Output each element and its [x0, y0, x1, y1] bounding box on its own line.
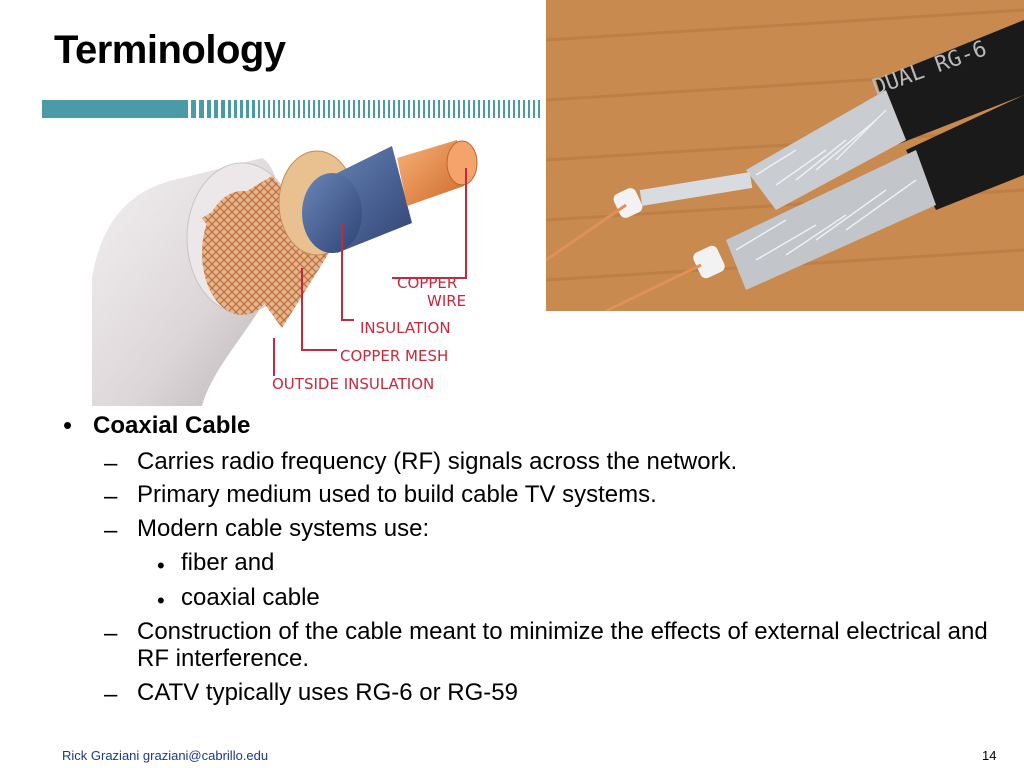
- dash-icon: –: [104, 450, 118, 477]
- sub-list-item: fiber and: [181, 549, 275, 576]
- dash-icon: –: [104, 483, 118, 510]
- sub-list-item: coaxial cable: [181, 584, 320, 611]
- label-copper-wire-line2: WIRE: [427, 292, 466, 310]
- list-item: Modern cable systems use:: [137, 515, 430, 542]
- slide-title: Terminology: [54, 28, 286, 72]
- dash-icon: –: [104, 517, 118, 544]
- list-item: CATV typically uses RG-6 or RG-59: [137, 679, 518, 706]
- bullet-icon: •: [157, 588, 165, 613]
- decorative-stripe: [42, 96, 546, 122]
- label-copper-mesh: COPPER MESH: [340, 347, 448, 365]
- bullet-icon: •: [157, 553, 165, 578]
- list-item: Construction of the cable meant to minim…: [137, 618, 988, 672]
- list-item: Carries radio frequency (RF) signals acr…: [137, 448, 738, 475]
- bullet-icon: •: [63, 410, 73, 440]
- footer-author: Rick Graziani graziani@cabrillo.edu: [62, 748, 269, 763]
- list-item: Primary medium used to build cable TV sy…: [137, 481, 657, 508]
- rg6-cable-photo: DUAL RG-6: [546, 0, 1024, 311]
- label-outside-insulation: OUTSIDE INSULATION: [272, 375, 434, 393]
- dash-icon: –: [104, 620, 118, 647]
- bullet-heading: Coaxial Cable: [93, 412, 251, 439]
- label-copper-wire-line1: COPPER: [397, 274, 457, 292]
- label-insulation: INSULATION: [360, 319, 451, 337]
- page-number: 14: [982, 748, 997, 763]
- coax-cable-diagram: COPPER WIRE INSULATION COPPER MESH OUTSI…: [92, 140, 478, 406]
- dash-icon: –: [104, 681, 118, 708]
